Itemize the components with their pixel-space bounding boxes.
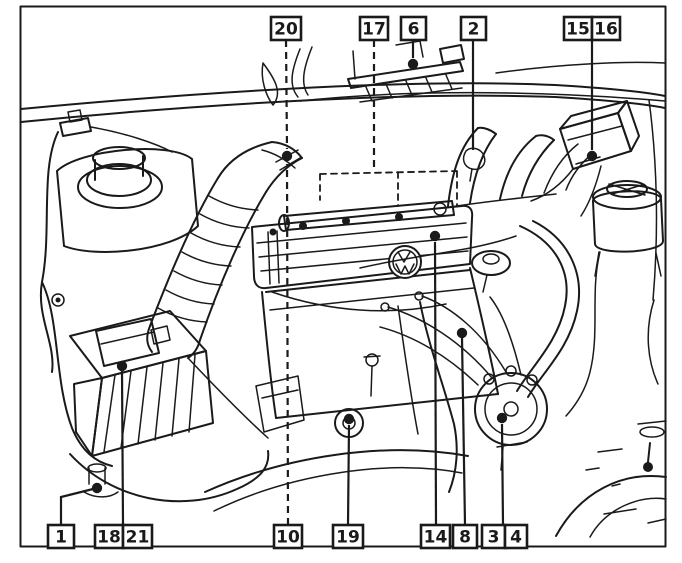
leader-dot-8	[456, 327, 468, 339]
callout-box-10	[272, 523, 304, 550]
brake-fluid-reservoir	[56, 146, 199, 253]
callout-number-4: 4	[510, 528, 522, 548]
ignition-coil	[530, 100, 640, 217]
callout-box-8	[451, 523, 479, 550]
coolant-hoses	[359, 220, 601, 493]
vw-logo	[388, 245, 422, 279]
callout-number-18: 18	[97, 528, 121, 548]
leader-dot-14	[429, 230, 441, 242]
hose-clamp	[275, 147, 486, 182]
leader-dot-18-21	[116, 360, 128, 372]
leader-line-1	[59, 487, 94, 525]
callout-number-10: 10	[276, 528, 300, 548]
leader-dot-15-16	[586, 150, 598, 162]
subframe-and-pump	[204, 353, 469, 512]
strut-tower	[555, 420, 667, 538]
callout-number-1: 1	[55, 528, 67, 548]
leader-line-19	[346, 424, 351, 526]
relay-module	[95, 318, 160, 367]
leader-dot-3-4	[496, 412, 508, 424]
cowl-panel	[20, 61, 666, 123]
oil-filler-cap	[471, 250, 511, 293]
leader-dot-1	[91, 482, 103, 494]
wiring-harness-left	[39, 109, 173, 467]
air-filter-housing	[69, 310, 270, 503]
engine-bay-artwork	[20, 40, 667, 538]
callout-box-4	[503, 523, 529, 550]
fuel-rail	[269, 200, 455, 236]
engine-block	[251, 204, 499, 433]
callout-number-14: 14	[424, 528, 448, 548]
spark-plug-wires	[271, 291, 522, 386]
callout-number-17: 17	[362, 20, 386, 40]
diagram-frame	[19, 5, 667, 548]
leader-dot-20	[281, 150, 293, 162]
right-fender-lines	[647, 99, 659, 385]
callout-number-15: 15	[566, 20, 590, 40]
callout-box-20	[269, 15, 303, 42]
hidden-component-outline	[319, 170, 458, 207]
callout-number-20: 20	[274, 20, 298, 40]
callout-box-17	[358, 15, 390, 42]
air-intake-duct	[146, 141, 303, 439]
callout-box-19	[331, 523, 365, 550]
leader-line-8	[460, 337, 467, 526]
callout-number-19: 19	[336, 528, 360, 548]
callout-number-8: 8	[459, 528, 471, 548]
leader-line-18-21	[120, 370, 125, 526]
callout-number-2: 2	[468, 20, 480, 40]
power-steering-reservoir	[592, 180, 664, 277]
callout-number-6: 6	[408, 20, 420, 40]
callout-box-14	[419, 523, 452, 550]
callout-box-21	[121, 523, 154, 550]
leader-line-layer	[59, 39, 598, 526]
callout-box-6	[399, 15, 428, 42]
leader-line-14	[433, 241, 438, 526]
leader-line-10	[285, 163, 290, 526]
leader-dot-6	[407, 58, 419, 70]
callout-number-16: 16	[594, 20, 618, 40]
callout-number-21: 21	[126, 528, 150, 548]
leader-dot-19	[343, 413, 355, 425]
leader-line-3-4	[500, 423, 505, 526]
leader-line-20	[284, 39, 289, 150]
callout-box-2	[459, 15, 488, 42]
callout-box-16	[590, 15, 622, 42]
distributor	[474, 365, 548, 471]
callout-number-3: 3	[488, 528, 500, 548]
callout-box-1	[46, 523, 76, 550]
